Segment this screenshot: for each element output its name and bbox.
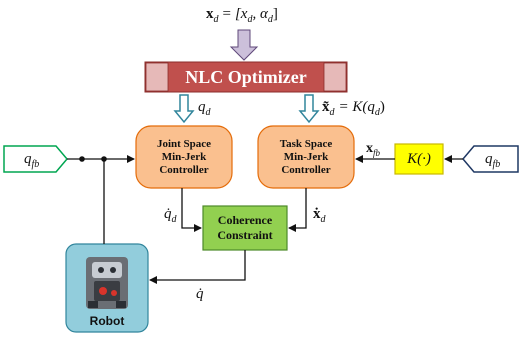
k-mapping-close: ): [379, 99, 385, 115]
qdot-d-label: q̇d: [164, 206, 177, 225]
qdot-symbol: q̇: [196, 286, 204, 302]
k-function-label: K(·): [407, 150, 431, 167]
xd-down-arrow: [298, 94, 320, 124]
xdot-d-label: ẋd: [313, 206, 326, 225]
k-block-text: K(·): [395, 144, 443, 174]
qd-label: qd: [198, 99, 211, 118]
coherence-line1: Coherence: [217, 213, 273, 227]
qd-down-arrow: [173, 94, 195, 124]
task-controller-line3: Controller: [281, 163, 331, 176]
robot-label-wrap: Robot: [66, 313, 148, 329]
nlc-optimizer-block: [144, 61, 348, 93]
k-mapping-subscript: d: [374, 107, 380, 119]
right-feedback-port: [462, 145, 519, 173]
left-feedback-port: [3, 145, 68, 173]
qd-subscript: d: [205, 107, 211, 119]
left-feedback-subscript: fb: [31, 159, 40, 171]
xd-subscript: d: [213, 14, 219, 26]
xd-symbol: x: [206, 6, 214, 22]
task-controller-line2: Min-Jerk: [283, 150, 329, 163]
input-down-arrow: [229, 29, 259, 61]
joint-controller-line2: Min-Jerk: [161, 150, 207, 163]
coherence-line2: Constraint: [217, 228, 273, 242]
k-block: [394, 143, 444, 175]
xdot-d-subscript: d: [320, 214, 326, 226]
coherence-text: Coherence Constraint: [203, 206, 287, 250]
xd-tilde-subscript: d: [329, 107, 335, 119]
xd-tilde-label: x̃d = K(qd): [322, 99, 385, 118]
robot-image: [86, 257, 128, 309]
joint-controller-block: [135, 125, 233, 189]
joint-controller-line3: Controller: [159, 163, 209, 176]
alpha-component: , α: [252, 6, 268, 22]
robot-label: Robot: [89, 314, 125, 328]
x-component: [x: [234, 6, 248, 22]
task-controller-line1: Task Space: [279, 137, 333, 150]
closing-bracket: ]: [272, 6, 278, 22]
left-feedback-symbol: q: [24, 151, 32, 167]
target-equation: xd = [xd, αd]: [206, 6, 278, 25]
xd-tilde-symbol: x̃: [322, 99, 330, 115]
right-feedback-label: qfb: [485, 151, 500, 170]
optimizer-title-wrap: NLC Optimizer: [168, 62, 324, 92]
xdot-d-symbol: ẋ: [313, 206, 321, 222]
alpha-component-subscript: d: [267, 14, 273, 26]
optimizer-title: NLC Optimizer: [185, 66, 307, 87]
k-mapping: = K(q: [338, 99, 375, 115]
task-controller-text: Task Space Min-Jerk Controller: [258, 126, 354, 188]
left-feedback-label: qfb: [24, 151, 39, 170]
x-fb-subscript: fb: [373, 148, 381, 159]
x-component-subscript: d: [247, 14, 253, 26]
x-fb-symbol: x: [366, 141, 373, 156]
qdot-d-subscript: d: [171, 214, 177, 226]
joint-controller-text: Joint Space Min-Jerk Controller: [136, 126, 232, 188]
x-fb-label: xfb: [366, 140, 380, 158]
right-feedback-symbol: q: [485, 151, 493, 167]
qdot-d-symbol: q̇: [164, 206, 172, 222]
qdot-label: q̇: [196, 286, 204, 302]
right-feedback-subscript: fb: [492, 159, 501, 171]
joint-controller-line1: Joint Space: [156, 137, 212, 150]
equals-sign: =: [222, 6, 231, 22]
qd-symbol: q: [198, 99, 206, 115]
coherence-block: [202, 205, 288, 251]
